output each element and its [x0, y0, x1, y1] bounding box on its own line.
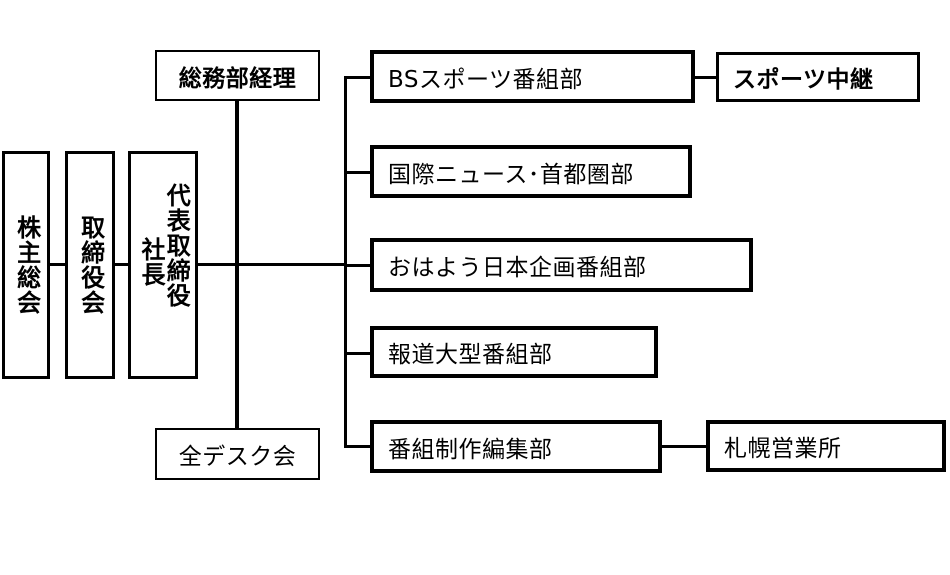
- connector-president-trunk: [196, 263, 346, 266]
- connector-departments-vertical: [344, 76, 347, 447]
- connector-dept-1: [344, 76, 372, 79]
- board-of-directors-box: 取締役会: [65, 151, 115, 379]
- connector-staff-vertical: [235, 100, 239, 430]
- department-label: 国際ニュース･首都圏部: [388, 161, 634, 188]
- connector-shareholders-board: [48, 263, 66, 266]
- president-sub-label: 社長: [137, 237, 165, 287]
- connector-board-president: [113, 263, 131, 266]
- all-desk-meeting-box: 全デスク会: [155, 428, 320, 480]
- president-main-label: 代表取締役: [162, 182, 191, 308]
- connector-dept-3: [344, 264, 372, 267]
- shareholders-meeting-label: 株主総会: [12, 215, 41, 315]
- department-label: おはよう日本企画番組部: [388, 255, 647, 281]
- all-desk-meeting-label: 全デスク会: [178, 444, 297, 470]
- general-affairs-box: 総務部経理: [155, 50, 320, 101]
- shareholders-meeting-box: 株主総会: [2, 151, 50, 379]
- subunit-box-sapporo-office: 札幌営業所: [706, 420, 946, 472]
- connector-bs-sports-child: [693, 76, 718, 79]
- connector-dept-4: [344, 352, 372, 355]
- department-box-news-special: 報道大型番組部: [370, 326, 658, 378]
- department-label: 報道大型番組部: [388, 342, 553, 368]
- department-label: 番組制作編集部: [388, 436, 553, 463]
- board-of-directors-label: 取締役会: [76, 215, 105, 315]
- general-affairs-label: 総務部経理: [178, 65, 297, 92]
- subunit-label: 札幌営業所: [724, 436, 842, 462]
- department-box-program-editing: 番組制作編集部: [370, 420, 662, 473]
- president-box: 社長 代表取締役: [128, 151, 198, 379]
- connector-editing-child: [660, 445, 708, 448]
- department-box-bs-sports: BSスポーツ番組部: [370, 50, 695, 103]
- department-box-ohayo-nippon: おはよう日本企画番組部: [370, 238, 753, 292]
- connector-dept-5: [344, 445, 372, 448]
- subunit-box-sports-broadcast: スポーツ中継: [716, 52, 920, 102]
- subunit-label: スポーツ中継: [733, 67, 874, 93]
- connector-dept-2: [344, 171, 372, 174]
- department-box-international-news: 国際ニュース･首都圏部: [370, 145, 692, 198]
- department-label: BSスポーツ番組部: [388, 66, 584, 93]
